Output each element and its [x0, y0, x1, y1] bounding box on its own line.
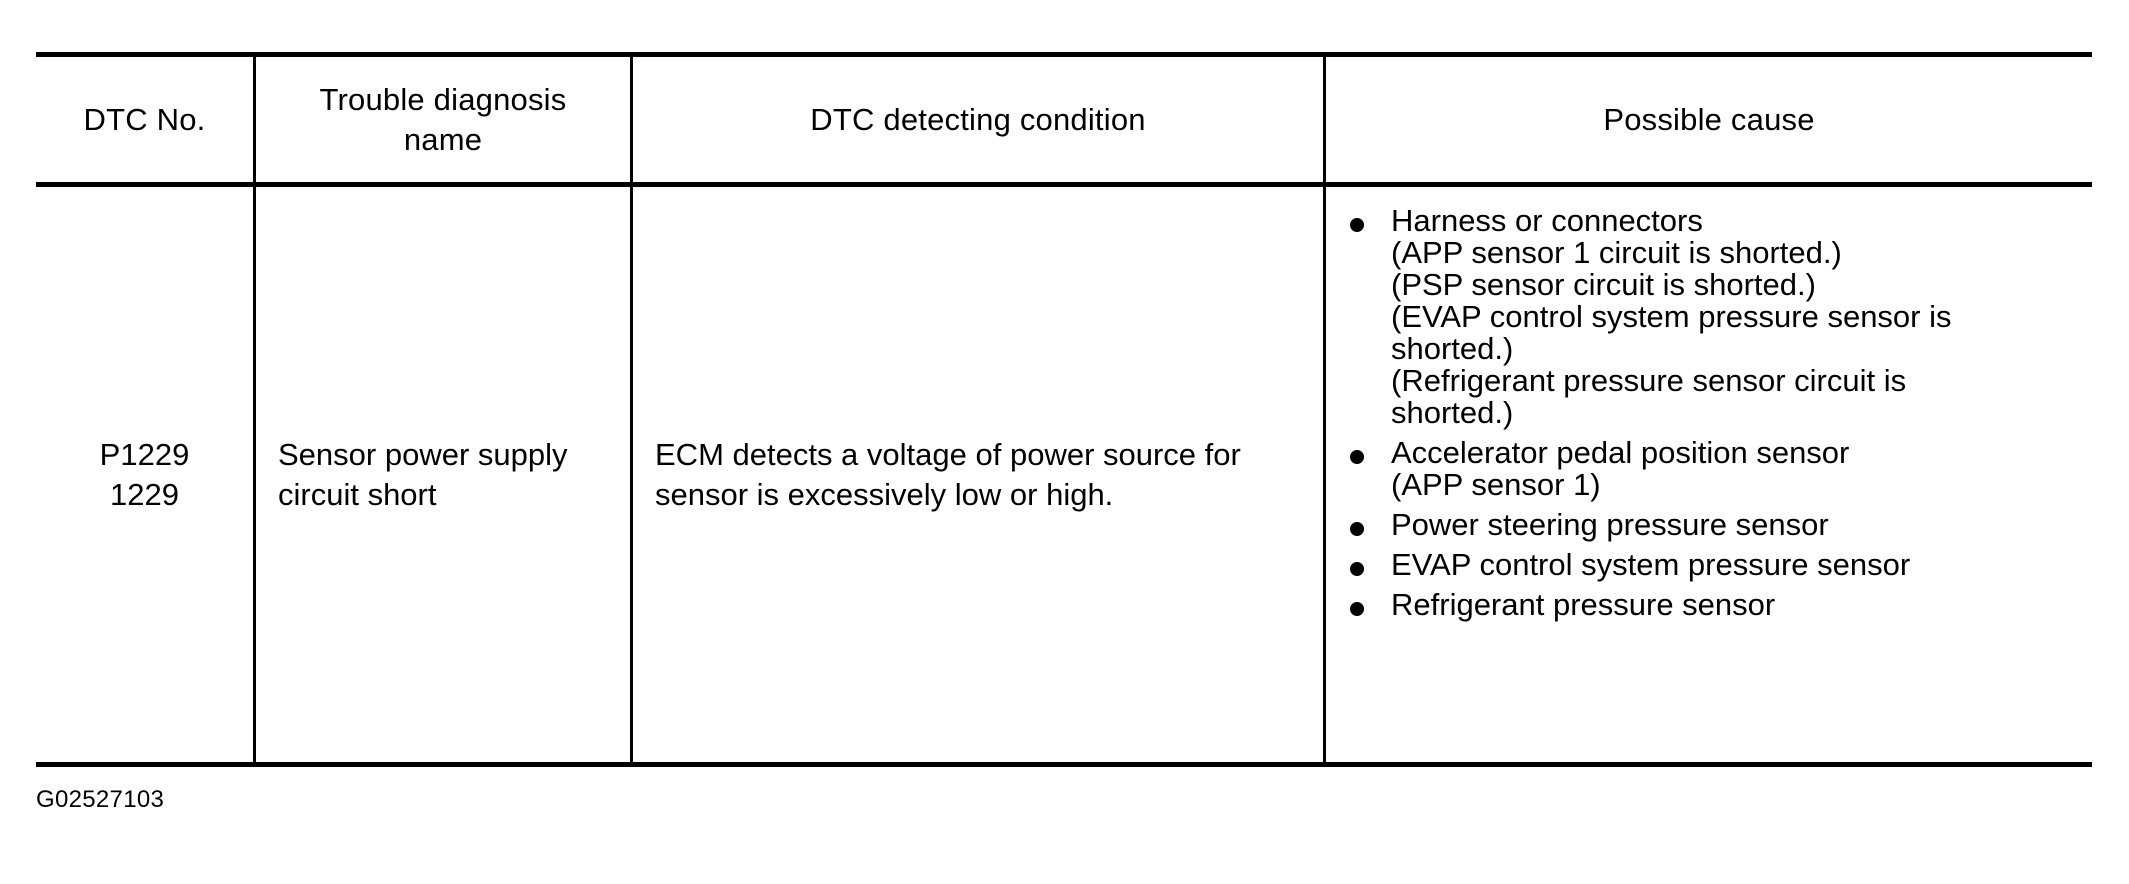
header-cell-possible-cause: Possible cause: [1323, 57, 2092, 182]
bullet-icon: [1350, 450, 1364, 464]
possible-cause-list: Harness or connectors (APP sensor 1 circ…: [1326, 187, 2092, 621]
dtc-detecting-condition-value: ECM detects a voltage of power source fo…: [633, 435, 1255, 514]
dtc-no-line1: P1229: [99, 436, 190, 472]
header-label-line2: name: [403, 121, 483, 157]
table-row: P1229 1229 Sensor power supply circuit s…: [36, 187, 2092, 762]
dtc-no-value: P1229 1229: [36, 435, 253, 514]
header-label-trouble-diagnosis-name: Trouble diagnosis name: [320, 80, 567, 159]
header-label-dtc-no: DTC No.: [83, 101, 206, 137]
bullet-icon: [1350, 562, 1364, 576]
cause-line: Accelerator pedal position sensor: [1391, 435, 1850, 470]
header-cell-trouble-diagnosis-name: Trouble diagnosis name: [253, 57, 630, 182]
header-cell-dtc-detecting-condition: DTC detecting condition: [630, 57, 1323, 182]
trouble-diagnosis-name-line1: Sensor power supply: [278, 436, 568, 472]
detecting-condition-line2: sensor is excessively low or high.: [655, 476, 1114, 512]
dtc-table: DTC No. Trouble diagnosis name DTC detec…: [36, 52, 2092, 767]
list-item: Power steering pressure sensor: [1348, 509, 2082, 541]
cause-line: (APP sensor 1 circuit is shorted.): [1391, 235, 1842, 270]
cell-possible-cause: Harness or connectors (APP sensor 1 circ…: [1323, 187, 2092, 762]
table-header-separator: [36, 182, 2092, 187]
header-label-line1: Trouble diagnosis: [319, 81, 567, 117]
list-item: Harness or connectors (APP sensor 1 circ…: [1348, 205, 2082, 429]
cell-trouble-diagnosis-name: Sensor power supply circuit short: [253, 187, 630, 762]
trouble-diagnosis-name-line2: circuit short: [278, 476, 437, 512]
dtc-no-line2: 1229: [110, 476, 179, 512]
header-label-dtc-detecting-condition: DTC detecting condition: [810, 101, 1146, 137]
cause-line: (PSP sensor circuit is shorted.): [1391, 267, 1816, 302]
list-item: EVAP control system pressure sensor: [1348, 549, 2082, 581]
cell-dtc-detecting-condition: ECM detects a voltage of power source fo…: [630, 187, 1323, 762]
cause-line: shorted.): [1391, 395, 1514, 430]
header-label-possible-cause: Possible cause: [1603, 101, 1815, 137]
cause-line: EVAP control system pressure sensor: [1391, 547, 1911, 582]
cause-line: (Refrigerant pressure sensor circuit is: [1391, 363, 1907, 398]
header-cell-dtc-no: DTC No.: [36, 57, 253, 182]
cause-line: Harness or connectors: [1391, 203, 1703, 238]
figure-id-caption: G02527103: [36, 786, 165, 813]
cause-line: (APP sensor 1): [1391, 467, 1601, 502]
table-bottom-border: [36, 762, 2092, 767]
bullet-icon: [1350, 602, 1364, 616]
detecting-condition-line1: ECM detects a voltage of power source fo…: [655, 436, 1241, 472]
table-header-row: DTC No. Trouble diagnosis name DTC detec…: [36, 57, 2092, 182]
cause-line: (EVAP control system pressure sensor is: [1391, 299, 1952, 334]
bullet-icon: [1350, 218, 1364, 232]
cause-line: Power steering pressure sensor: [1391, 507, 1829, 542]
list-item: Refrigerant pressure sensor: [1348, 589, 2082, 621]
cell-dtc-no: P1229 1229: [36, 187, 253, 762]
bullet-icon: [1350, 522, 1364, 536]
cause-line: shorted.): [1391, 331, 1514, 366]
table-top-border: [36, 52, 2092, 57]
trouble-diagnosis-name-value: Sensor power supply circuit short: [256, 435, 582, 514]
cause-line: Refrigerant pressure sensor: [1391, 587, 1776, 622]
list-item: Accelerator pedal position sensor (APP s…: [1348, 437, 2082, 501]
